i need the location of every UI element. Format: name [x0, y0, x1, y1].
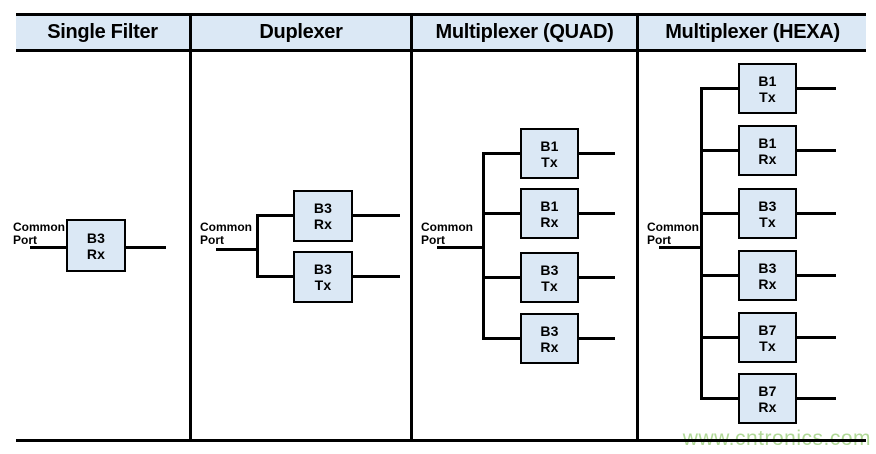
hexa-branch-wire-4 [702, 274, 738, 277]
filter-path-label: Tx [541, 153, 558, 170]
common-port-line1: Common [200, 220, 252, 234]
filter-path-label: Rx [758, 150, 777, 167]
filter-band-label: B1 [540, 197, 559, 214]
filter-box-hexa-b7-tx: B7 Tx [738, 312, 797, 363]
table-bottom-border [16, 439, 866, 442]
common-port-line1: Common [13, 220, 65, 234]
filter-path-label: Rx [540, 213, 559, 230]
filter-path-label: Tx [759, 337, 776, 354]
table-top-border [16, 13, 866, 16]
quad-bus-wire [482, 152, 485, 340]
filter-path-label: Rx [758, 398, 777, 415]
quad-output-wire-2 [579, 212, 615, 215]
hexa-output-wire-6 [797, 397, 836, 400]
watermark: www.cntronics.com [683, 427, 871, 451]
column-header-multiplexer-hexa: Multiplexer (HEXA) [665, 21, 840, 43]
common-port-line1: Common [421, 220, 473, 234]
filter-box-quad-b1-rx: B1 Rx [520, 188, 579, 239]
filter-box-hexa-b1-rx: B1 Rx [738, 125, 797, 176]
common-port-line2: Port [421, 233, 445, 247]
duplexer-bus-wire [256, 214, 259, 278]
single-filter-output-wire [126, 246, 166, 249]
quad-branch-wire-2 [484, 212, 520, 215]
column-divider-2 [410, 13, 413, 442]
filter-band-label: B3 [540, 322, 559, 339]
filter-box-single-b3-rx: B3 Rx [66, 219, 126, 272]
single-filter-common-port-label: Common Port [13, 221, 65, 247]
filter-path-label: Rx [758, 275, 777, 292]
quad-output-wire-3 [579, 276, 615, 279]
filter-band-label: B3 [758, 259, 777, 276]
filter-band-label: B3 [540, 261, 559, 278]
column-divider-1 [189, 13, 192, 442]
filter-band-label: B1 [758, 134, 777, 151]
filter-band-label: B3 [86, 229, 106, 246]
hexa-common-port-label: Common Port [647, 221, 699, 247]
hexa-branch-wire-5 [702, 336, 738, 339]
filter-box-hexa-b1-tx: B1 Tx [738, 63, 797, 114]
filter-box-duplexer-b3-rx: B3 Rx [293, 190, 353, 242]
filter-box-quad-b3-rx: B3 Rx [520, 313, 579, 364]
filter-band-label: B1 [540, 137, 559, 154]
quad-common-port-label: Common Port [421, 221, 473, 247]
common-port-line2: Port [200, 233, 224, 247]
quad-branch-wire-4 [484, 337, 520, 340]
quad-common-port-wire [437, 246, 483, 249]
filter-band-label: B7 [758, 321, 777, 338]
header-underline [16, 49, 866, 52]
hexa-branch-wire-2 [702, 149, 738, 152]
filter-box-quad-b1-tx: B1 Tx [520, 128, 579, 179]
common-port-line1: Common [647, 220, 699, 234]
quad-output-wire-4 [579, 337, 615, 340]
filter-path-label: Rx [313, 216, 333, 232]
column-divider-3 [636, 13, 639, 442]
hexa-output-wire-5 [797, 336, 836, 339]
filter-path-label: Tx [759, 88, 776, 105]
duplexer-common-port-label: Common Port [200, 221, 252, 247]
hexa-output-wire-4 [797, 274, 836, 277]
hexa-branch-wire-1 [702, 87, 738, 90]
hexa-output-wire-3 [797, 212, 836, 215]
filter-band-label: B3 [313, 200, 333, 216]
quad-output-wire-1 [579, 152, 615, 155]
hexa-output-wire-1 [797, 87, 836, 90]
duplexer-common-port-wire [216, 248, 258, 251]
filter-box-quad-b3-tx: B3 Tx [520, 252, 579, 303]
quad-branch-wire-3 [484, 276, 520, 279]
filter-path-label: Rx [86, 245, 106, 262]
common-port-line2: Port [647, 233, 671, 247]
quad-branch-wire-1 [484, 152, 520, 155]
hexa-branch-wire-6 [702, 397, 738, 400]
single-filter-common-port-wire [30, 246, 67, 249]
column-header-single-filter: Single Filter [47, 21, 158, 43]
hexa-bus-wire [700, 87, 703, 400]
filter-band-label: B1 [758, 72, 777, 89]
filter-path-label: Tx [541, 277, 558, 294]
hexa-output-wire-2 [797, 149, 836, 152]
duplexer-branch-wire-1 [258, 214, 294, 217]
filter-path-label: Tx [314, 277, 332, 293]
duplexer-branch-wire-2 [258, 275, 294, 278]
filter-band-label: B7 [758, 382, 777, 399]
hexa-branch-wire-3 [702, 212, 738, 215]
duplexer-output-wire-2 [353, 275, 400, 278]
filter-box-hexa-b3-rx: B3 Rx [738, 250, 797, 301]
filter-band-label: B3 [758, 197, 777, 214]
filter-path-label: Rx [540, 338, 559, 355]
column-header-multiplexer-quad: Multiplexer (QUAD) [435, 21, 614, 43]
hexa-common-port-wire [659, 246, 702, 249]
common-port-line2: Port [13, 233, 37, 247]
filter-box-duplexer-b3-tx: B3 Tx [293, 251, 353, 303]
column-header-duplexer: Duplexer [259, 21, 343, 43]
filter-band-label: B3 [313, 261, 333, 277]
duplexer-output-wire-1 [353, 214, 400, 217]
header-row-background [16, 16, 866, 49]
filter-box-hexa-b3-tx: B3 Tx [738, 188, 797, 239]
filter-path-label: Tx [759, 213, 776, 230]
filter-box-hexa-b7-rx: B7 Rx [738, 373, 797, 424]
